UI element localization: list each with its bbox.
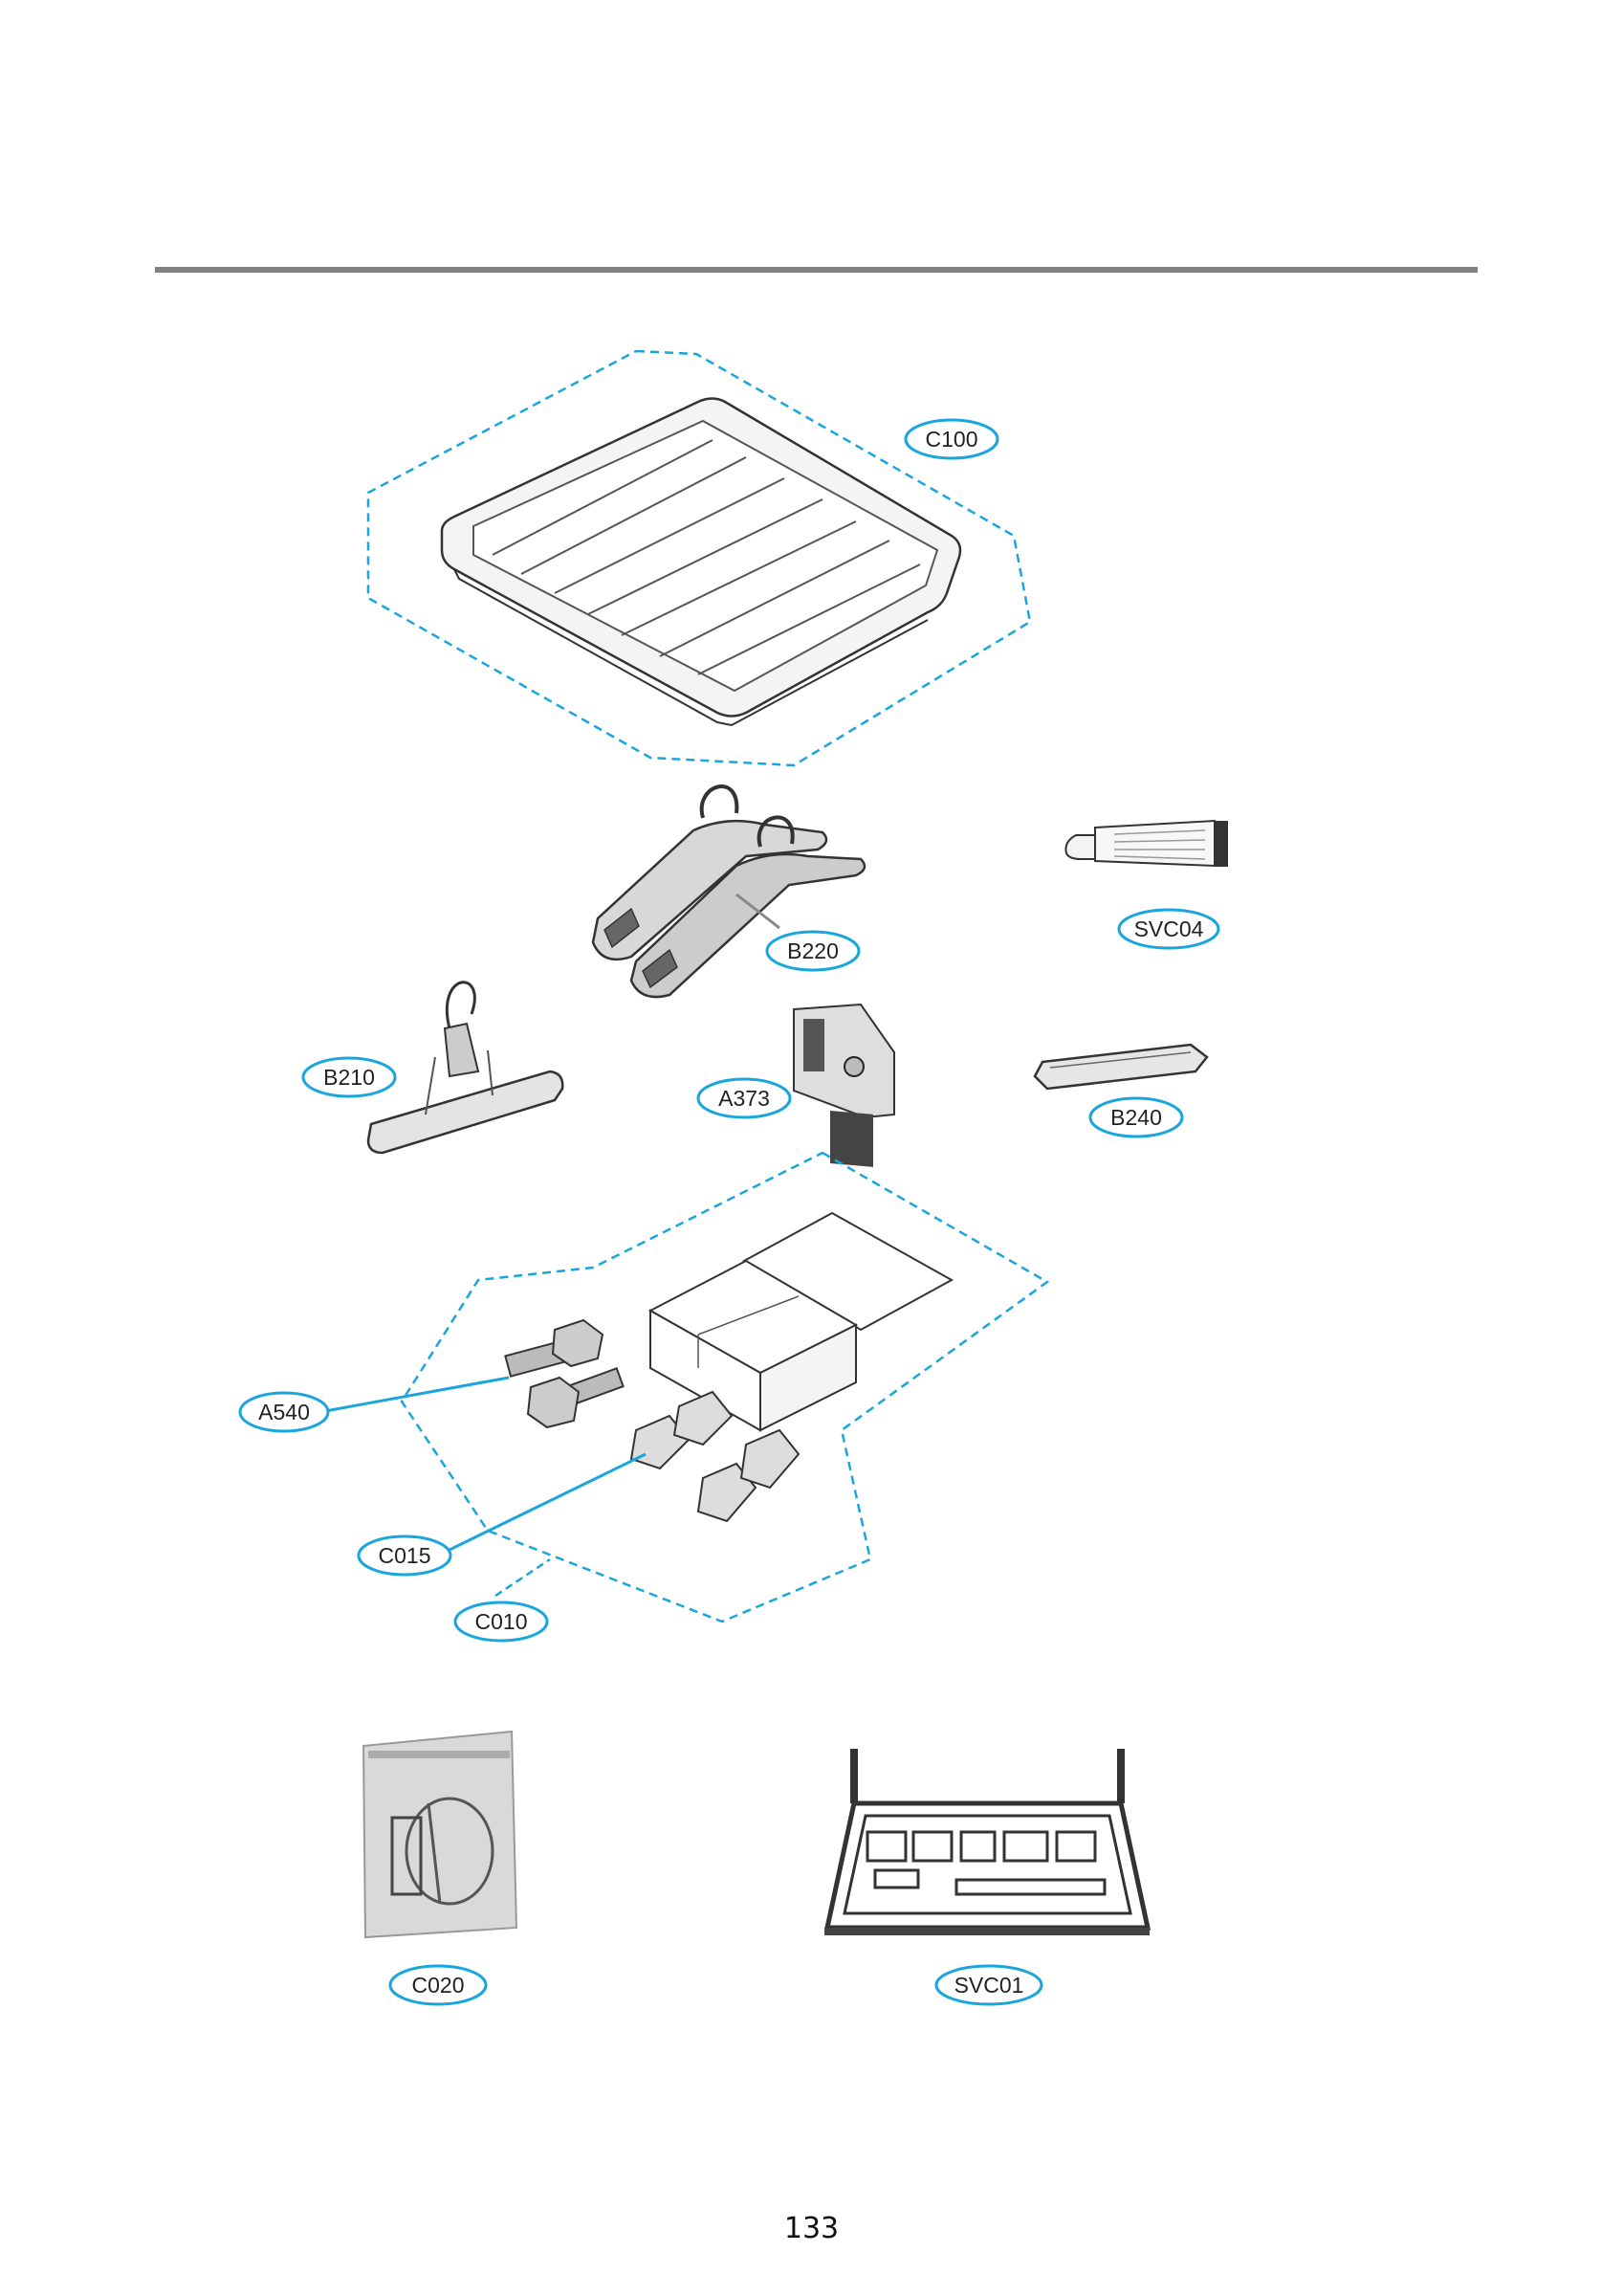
leveling-bolt-part <box>504 1318 625 1429</box>
callout-svc04-text: SVC04 <box>1134 916 1204 941</box>
callout-c020: C020 <box>388 1964 488 2006</box>
callout-c020-text: C020 <box>412 1973 465 1998</box>
lint-filter-strip-part <box>1033 1043 1209 1091</box>
callout-b240-text: B240 <box>1110 1105 1162 1130</box>
header-rule <box>155 267 1478 273</box>
callout-a373-text: A373 <box>718 1086 770 1111</box>
kit-group-outline <box>400 1151 1050 1623</box>
callout-b220-text: B220 <box>787 938 839 963</box>
accessory-kit-part <box>400 1151 1050 1623</box>
callout-b240: B240 <box>1088 1096 1184 1138</box>
callout-svc01: SVC01 <box>934 1964 1043 2006</box>
callout-b220: B220 <box>765 930 861 972</box>
callout-b210: B210 <box>301 1056 397 1098</box>
callout-a373: A373 <box>696 1077 792 1119</box>
grease-tube-part <box>1064 819 1228 868</box>
callout-svc04: SVC04 <box>1117 908 1220 950</box>
rack-group-outline <box>366 349 1032 767</box>
service-tray-part <box>823 1749 1151 1935</box>
callout-a540-text: A540 <box>258 1400 310 1424</box>
callout-svc01-text: SVC01 <box>954 1973 1024 1998</box>
a540-leader-line <box>324 1376 510 1413</box>
callout-c015: C015 <box>357 1534 452 1577</box>
callout-c100: C100 <box>904 418 999 460</box>
pants-hanger-part <box>366 981 564 1155</box>
callout-b210-text: B210 <box>323 1065 375 1090</box>
c010-leader-line <box>494 1557 551 1598</box>
callout-c010-text: C010 <box>475 1609 528 1634</box>
hanger-pair-part <box>591 784 866 999</box>
callout-a540: A540 <box>238 1391 330 1433</box>
drying-rack-part <box>366 349 1032 767</box>
c015-leader-line <box>449 1452 647 1552</box>
page-number: 133 <box>783 2212 840 2245</box>
tie-bag-part <box>362 1730 518 1939</box>
callout-c100-text: C100 <box>926 427 978 452</box>
callout-c015-text: C015 <box>379 1543 431 1568</box>
callout-c010: C010 <box>453 1601 549 1643</box>
filter-cartridge-part <box>793 1003 895 1167</box>
